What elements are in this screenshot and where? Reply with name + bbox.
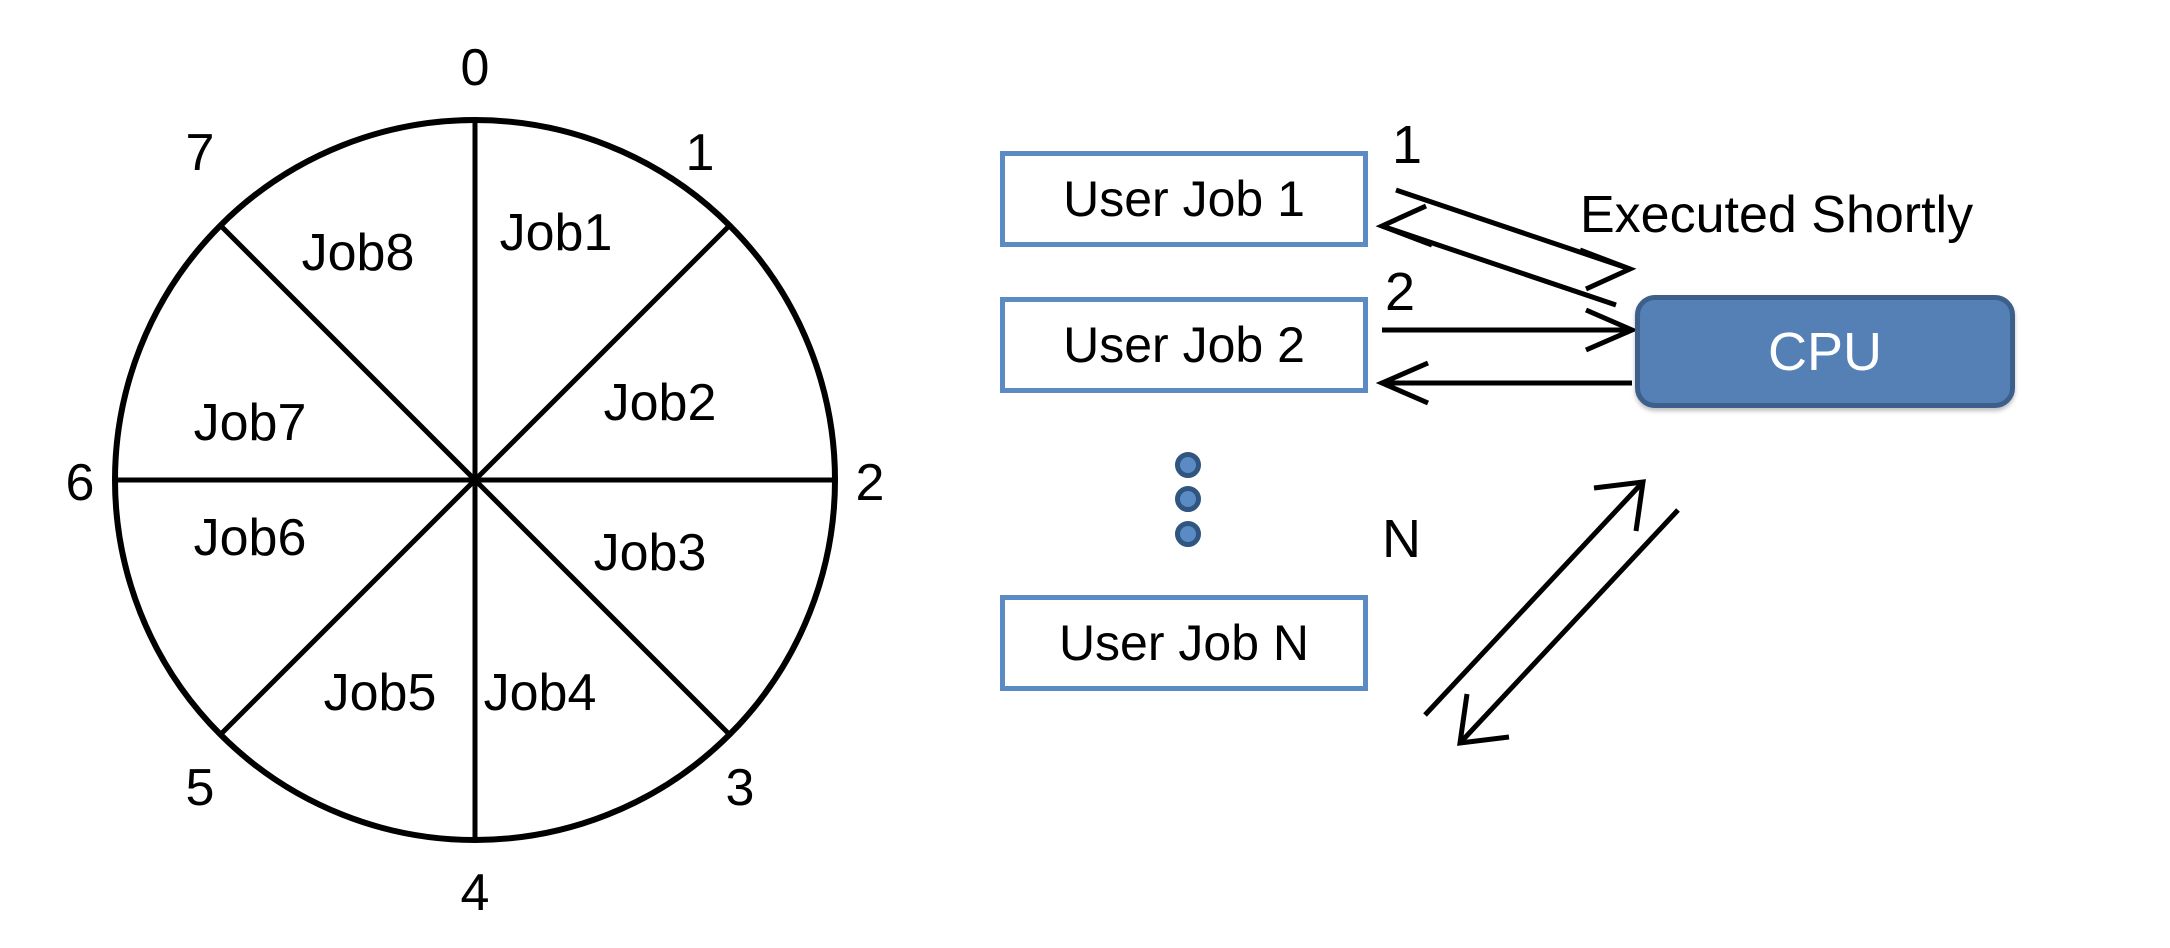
- wheel-tick-7: 7: [186, 124, 215, 182]
- wheel-tick-0: 0: [461, 39, 490, 97]
- ellipsis-dot-1: [1175, 452, 1201, 478]
- wheel-tick-5: 5: [186, 759, 215, 817]
- wheel-tick-4: 4: [461, 864, 490, 922]
- flow-number-1: 1: [1392, 115, 1423, 175]
- wheel-sector-job2: Job2: [604, 374, 717, 432]
- arrow-job2-to-cpu-head: [1585, 307, 1639, 353]
- arrow-job1-to-cpu-head: [1579, 247, 1637, 292]
- wheel-sector-job5: Job5: [324, 664, 437, 722]
- user-job-n-label: User Job N: [1058, 615, 1310, 671]
- user-job-1-box[interactable]: User Job 1: [1000, 151, 1368, 247]
- wheel-tick-2: 2: [856, 454, 885, 512]
- arrow-group-jobN: [1423, 479, 1680, 746]
- wheel-sector-job6: Job6: [194, 509, 307, 567]
- arrow-cpu-to-jobN-head: [1457, 693, 1510, 746]
- arrow-cpu-to-job2-head: [1375, 360, 1429, 406]
- arrow-group-job1: [1375, 187, 1637, 308]
- round-robin-wheel: [112, 117, 838, 843]
- arrow-jobN-to-cpu-shaft: [1423, 480, 1645, 717]
- wheel-sector-job7: Job7: [194, 394, 307, 452]
- flow-number-n: N: [1382, 509, 1421, 569]
- user-job-n-box[interactable]: User Job N: [1000, 595, 1368, 691]
- executed-shortly-note: Executed Shortly: [1580, 186, 1974, 244]
- user-job-2-box[interactable]: User Job 2: [1000, 297, 1368, 393]
- wheel-sector-job3: Job3: [594, 524, 707, 582]
- wheel-sector-job4: Job4: [484, 664, 597, 722]
- wheel-tick-6: 6: [66, 454, 95, 512]
- arrow-cpu-to-jobN-shaft: [1458, 508, 1680, 745]
- wheel-tick-1: 1: [686, 124, 715, 182]
- arrow-cpu-to-job1-head: [1375, 203, 1433, 248]
- cpu-label: CPU: [1767, 321, 1882, 382]
- wheel-tick-3: 3: [726, 759, 755, 817]
- arrow-jobN-to-cpu-head: [1593, 479, 1646, 532]
- user-job-2-label: User Job 2: [1063, 317, 1305, 373]
- wheel-sector-job1: Job1: [500, 204, 613, 262]
- wheel-sector-job8: Job8: [302, 224, 415, 282]
- cpu-box[interactable]: CPU: [1635, 295, 2015, 408]
- ellipsis-dot-2: [1175, 486, 1201, 512]
- ellipsis-dot-3: [1175, 521, 1201, 547]
- user-job-1-label: User Job 1: [1063, 171, 1305, 227]
- flow-number-2: 2: [1385, 262, 1416, 322]
- arrow-group-job2: [1375, 307, 1639, 406]
- wheel-spoke-diagonal-ne-sw: [218, 223, 732, 737]
